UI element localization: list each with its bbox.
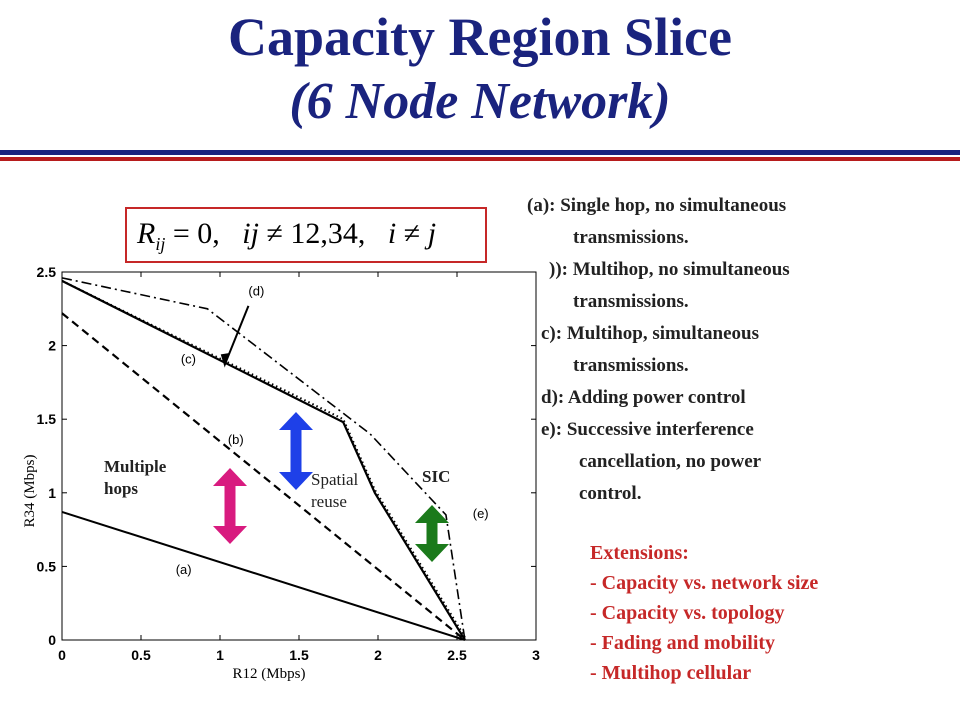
x-tick-label: 0	[58, 647, 66, 663]
series-line-c	[61, 279, 466, 638]
curve-legend: (a): Single hop, no simultaneous transmi…	[527, 190, 790, 510]
annotation-multiple-hops-line2: hops	[104, 479, 139, 498]
x-tick-label: 2	[374, 647, 382, 663]
formula-lhs: R	[137, 217, 156, 250]
series-line-a	[61, 510, 466, 641]
formula-cond1: ij	[242, 217, 259, 250]
legend-a-line1: (a): Single hop, no simultaneous	[527, 195, 787, 216]
extension-item: - Capacity vs. network size	[590, 572, 819, 594]
annotation-spatial-reuse-line1: Spatial	[311, 470, 359, 489]
curve-label-a: (a)	[176, 562, 192, 577]
x-tick-label: 2.5	[447, 647, 467, 663]
title-rule-red	[0, 157, 960, 161]
annotation-spatial-reuse-line2: reuse	[311, 492, 347, 511]
annotation-sic: SIC	[422, 467, 451, 486]
double-arrow-sic	[415, 505, 449, 562]
legend-c-line2: transmissions.	[573, 355, 689, 376]
formula-eq: = 0,	[165, 217, 220, 250]
y-axis-label: R34 (Mbps)	[22, 455, 38, 528]
annotation-spatial-reuse: Spatial reuse	[311, 469, 358, 513]
x-axis-label: R12 (Mbps)	[233, 666, 306, 682]
extension-item: - Capacity vs. topology	[590, 602, 785, 624]
curve-label-d: (d)	[248, 284, 264, 299]
slide-subtitle: (6 Node Network)	[289, 73, 671, 130]
double-arrow-multiple-hops	[213, 468, 247, 544]
formula-cond2: i	[387, 217, 397, 250]
curve-label-b: (b)	[228, 432, 244, 447]
constraint-formula-box: Rij = 0, ij ≠ 12,34, i ≠ j	[125, 207, 487, 263]
formula-cond1-rel: ≠ 12,34,	[258, 217, 366, 250]
chart-arrows	[213, 305, 449, 562]
series-line-d	[61, 277, 466, 641]
formula-cond2-rhs: j	[427, 217, 437, 250]
y-tick-label: 1	[48, 485, 56, 501]
annotation-multiple-hops: Multiple hops	[104, 456, 166, 500]
slide-title: Capacity Region Slice	[228, 7, 732, 67]
legend-d-line1: d): Adding power control	[541, 387, 746, 408]
legend-a-line2: transmissions.	[573, 227, 689, 248]
series-line-b	[61, 312, 466, 641]
y-tick-label: 2	[48, 338, 56, 354]
pointer-arrow-d-head	[220, 352, 230, 368]
title-rule-blue	[0, 150, 960, 155]
legend-c-line1: c): Multihop, simultaneous	[541, 323, 759, 344]
y-tick-label: 0.5	[37, 558, 57, 574]
legend-b-line1: )): Multihop, no simultaneous	[549, 259, 790, 280]
series-line-e	[61, 279, 466, 641]
curve-label-c: (c)	[181, 351, 196, 366]
chart-curve-labels: (a) (b) (c) (d) (e)	[176, 284, 489, 577]
annotation-multiple-hops-line1: Multiple	[104, 457, 167, 476]
x-tick-label: 3	[532, 647, 540, 663]
extension-item: - Fading and mobility	[590, 632, 776, 654]
y-tick-label: 0	[48, 632, 56, 648]
y-tick-label: 2.5	[37, 264, 57, 280]
x-tick-label: 1.5	[289, 647, 309, 663]
constraint-formula: Rij = 0, ij ≠ 12,34, i ≠ j	[137, 217, 436, 255]
curve-label-e: (e)	[473, 506, 489, 521]
legend-e-line1: e): Successive interference	[541, 419, 754, 440]
x-tick-label: 0.5	[131, 647, 151, 663]
formula-cond2-rel: ≠	[396, 217, 428, 250]
extensions-heading: Extensions:	[590, 542, 689, 564]
legend-b-line2: transmissions.	[573, 291, 689, 312]
extensions-list: Extensions: - Capacity vs. network size …	[590, 538, 818, 688]
legend-e-line3: control.	[579, 483, 642, 504]
extension-item: - Multihop cellular	[590, 662, 752, 684]
legend-e-line2: cancellation, no power	[579, 451, 762, 472]
double-arrow-spatial-reuse	[279, 412, 313, 490]
y-tick-label: 1.5	[37, 411, 57, 427]
chart-series	[61, 277, 466, 641]
formula-sub: ij	[155, 234, 166, 254]
x-tick-label: 1	[216, 647, 224, 663]
